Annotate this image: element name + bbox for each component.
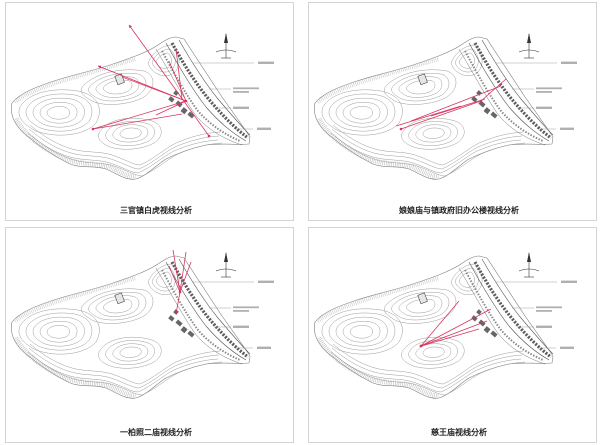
sight-line xyxy=(92,113,183,130)
site-plan-drawing xyxy=(6,249,293,442)
north-arrow-icon xyxy=(215,32,237,59)
site-plan-map xyxy=(11,37,274,179)
sight-line xyxy=(179,251,187,293)
site-plan-map xyxy=(314,256,577,398)
sight-line xyxy=(410,85,502,122)
sight-line xyxy=(420,320,488,347)
sight-line xyxy=(420,308,492,347)
sight-lines xyxy=(395,78,507,131)
sight-line xyxy=(420,328,480,347)
north-arrow-icon xyxy=(518,251,540,278)
viewpoint xyxy=(178,290,182,294)
sight-line xyxy=(155,100,187,116)
sight-lines xyxy=(419,300,492,348)
sight-line xyxy=(175,48,183,100)
sight-line xyxy=(395,105,462,127)
sight-line xyxy=(430,98,486,117)
sightline-panel-bottom-right: 慈王庙视线分析 xyxy=(308,227,597,443)
north-arrow-icon xyxy=(518,32,540,59)
sight-line xyxy=(168,60,187,102)
viewpoint xyxy=(479,99,483,103)
sight-line xyxy=(92,100,187,130)
panel-caption: 娘娘庙与镇政府旧办公楼视线分析 xyxy=(399,206,519,215)
viewpoint xyxy=(399,127,403,131)
panel-caption: 三官镇白虎视线分析 xyxy=(120,206,192,215)
site-plan-drawing xyxy=(309,32,596,220)
sight-line xyxy=(168,265,181,293)
site-plan-drawing xyxy=(6,24,293,220)
sight-lines xyxy=(168,249,192,315)
sight-line xyxy=(420,300,460,347)
panel-caption: 一柏照二庙视线分析 xyxy=(120,428,192,437)
sight-lines xyxy=(91,24,211,138)
sight-line xyxy=(175,291,181,315)
viewpoint xyxy=(419,344,423,348)
viewpoint xyxy=(207,134,211,138)
sight-line xyxy=(400,100,482,130)
sight-line xyxy=(128,24,210,137)
sightline-panel-top-left: 三官镇白虎视线分析 xyxy=(5,2,294,221)
viewpoint xyxy=(91,127,95,131)
north-arrow-icon xyxy=(215,251,237,278)
panel-caption: 慈王庙视线分析 xyxy=(431,428,487,437)
sight-line xyxy=(480,78,507,102)
site-plan-drawing xyxy=(309,251,596,442)
site-plan-map xyxy=(11,256,274,398)
sightline-panel-bottom-left: 一柏照二庙视线分析 xyxy=(5,227,294,443)
site-plan-map xyxy=(314,37,577,179)
sightline-panel-top-right: 娘娘庙与镇政府旧办公楼视线分析 xyxy=(308,2,597,221)
sight-line xyxy=(121,76,187,102)
sight-line xyxy=(172,249,181,293)
sight-line xyxy=(179,261,192,293)
viewpoint xyxy=(184,99,188,103)
